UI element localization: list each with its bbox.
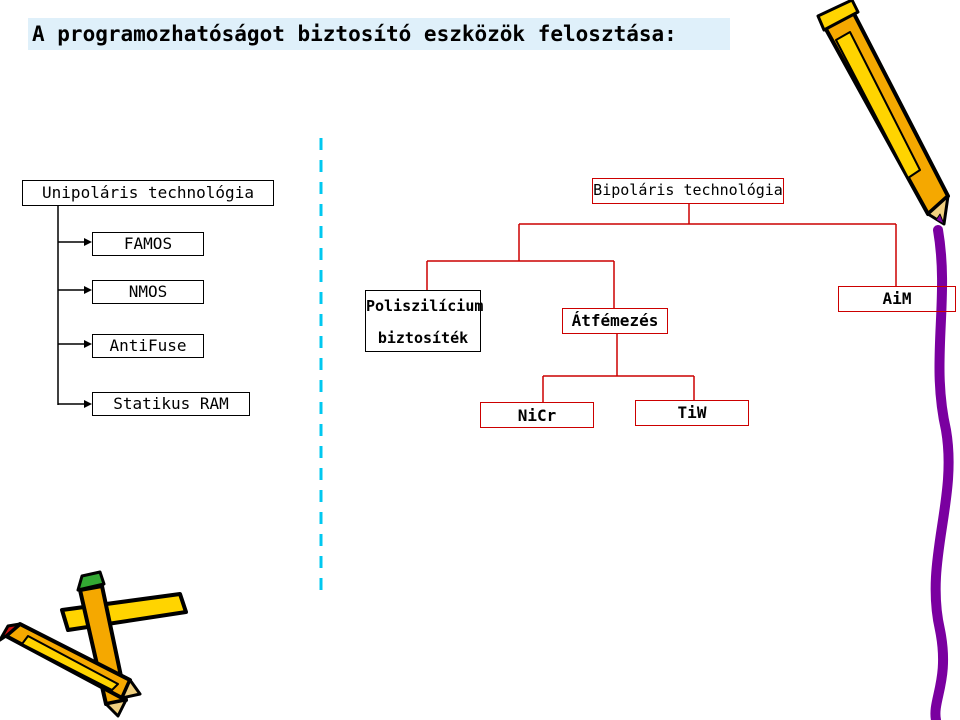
- bipolar-header: Bipoláris technológia: [592, 178, 784, 204]
- polysilicon-box: Poliszilícium biztosíték: [365, 290, 481, 352]
- statikus-ram-box: Statikus RAM: [92, 392, 250, 416]
- pencil-icon: [818, 0, 948, 224]
- antifuse-box: AntiFuse: [92, 334, 204, 358]
- bipolar-tree: [427, 204, 896, 402]
- nmos-box: NMOS: [92, 280, 204, 304]
- metallization-box: Átfémezés: [562, 308, 668, 334]
- polysilicon-label-2: biztosíték: [366, 326, 480, 350]
- aim-box: AiM: [838, 286, 956, 312]
- unipolar-arrowheads: [84, 238, 92, 408]
- tiw-box: TiW: [635, 400, 749, 426]
- polysilicon-label-1: Poliszilícium: [366, 294, 480, 318]
- unipolar-tree: [58, 206, 86, 405]
- pencils-icon: [0, 572, 186, 716]
- nicr-box: NiCr: [480, 402, 594, 428]
- famos-box: FAMOS: [92, 232, 204, 256]
- unipolar-header: Unipoláris technológia: [22, 180, 274, 206]
